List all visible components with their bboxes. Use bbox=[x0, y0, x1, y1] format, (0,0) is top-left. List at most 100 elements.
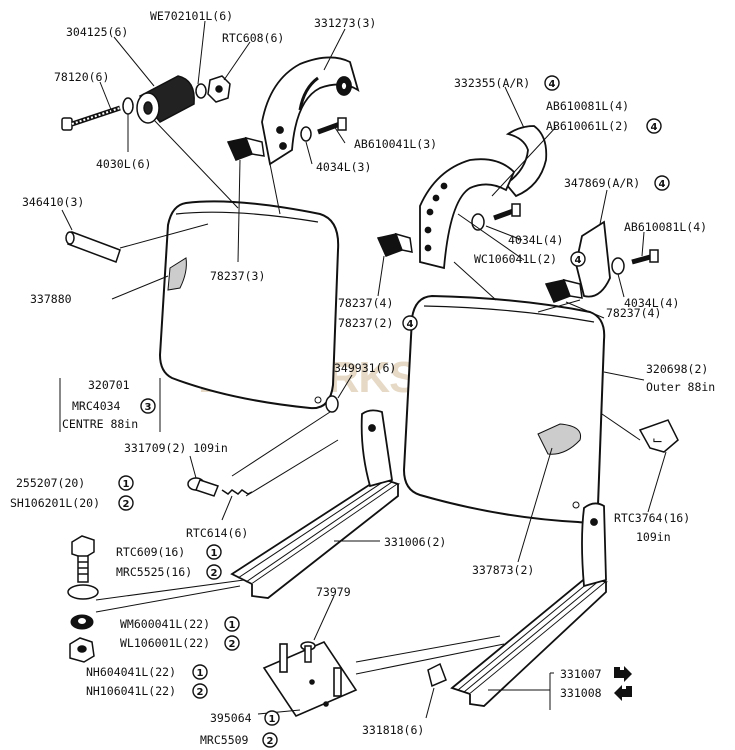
marker-78237-2: 4 bbox=[402, 315, 418, 331]
label-wl106001l: WL106001L(22) bbox=[120, 636, 210, 650]
label-wm600041l: WM600041L(22) bbox=[120, 617, 210, 631]
leader-lines bbox=[59, 20, 667, 719]
washer-rtc609 bbox=[67, 584, 99, 600]
bracket-332355 bbox=[504, 125, 548, 198]
label-331008: 331008 bbox=[560, 686, 602, 700]
washer-4034l-b bbox=[611, 257, 625, 275]
right-seat-back-cushion bbox=[402, 294, 606, 524]
svg-text:4: 4 bbox=[407, 319, 414, 330]
label-rtc3764: RTC3764(16) bbox=[614, 511, 690, 525]
plate-395064 bbox=[262, 641, 358, 717]
marker-wm600041l: 1 bbox=[224, 616, 240, 632]
marker-332355: 4 bbox=[544, 75, 560, 91]
label-337873: 337873(2) bbox=[472, 563, 534, 577]
knob-331709 bbox=[187, 477, 219, 497]
arrow-left-icon bbox=[614, 685, 632, 701]
clip-331818 bbox=[427, 662, 447, 688]
label-78237-4r: 78237(4) bbox=[606, 306, 661, 320]
label-4030l: 4030L(6) bbox=[96, 157, 151, 171]
pin-73979 bbox=[300, 641, 316, 663]
marker-mrc5525: 2 bbox=[206, 564, 222, 580]
part-labels: WE702101L(6) 304125(6) 331273(3) RTC608(… bbox=[10, 9, 715, 747]
label-331007: 331007 bbox=[560, 667, 602, 681]
spacer-304125 bbox=[136, 75, 195, 124]
label-sh106201l: SH106201L(20) bbox=[10, 496, 100, 510]
svg-text:2: 2 bbox=[267, 736, 274, 747]
label-73979: 73979 bbox=[316, 585, 351, 599]
svg-text:1: 1 bbox=[211, 548, 218, 559]
svg-text:2: 2 bbox=[229, 639, 236, 650]
washer-4030l bbox=[122, 97, 134, 115]
label-346410: 346410(3) bbox=[22, 195, 84, 209]
left-seat-back-cushion bbox=[158, 200, 340, 410]
label-mrc5509: MRC5509 bbox=[200, 733, 249, 747]
marker-395064: 1 bbox=[264, 710, 280, 726]
bolt-ab610081l-a bbox=[493, 203, 521, 221]
label-395064: 395064 bbox=[210, 711, 252, 725]
label-mrc5525: MRC5525(16) bbox=[116, 565, 192, 579]
marker-255207: 1 bbox=[118, 475, 134, 491]
strap-bracket-332355 bbox=[419, 158, 516, 270]
marker-nh604041l: 1 bbox=[192, 664, 208, 680]
label-78120: 78120(6) bbox=[54, 70, 109, 84]
svg-text:2: 2 bbox=[197, 687, 204, 698]
label-320701: 320701 bbox=[88, 378, 130, 392]
clip-78237-right bbox=[544, 278, 583, 303]
svg-text:2: 2 bbox=[123, 499, 130, 510]
label-nh604041l: NH604041L(22) bbox=[86, 665, 176, 679]
label-78237-3: 78237(3) bbox=[210, 269, 265, 283]
label-4034l-4a: 4034L(4) bbox=[508, 233, 563, 247]
marker-mrc4034: 3 bbox=[140, 398, 156, 414]
svg-text:3: 3 bbox=[145, 402, 152, 413]
svg-text:⌙: ⌙ bbox=[652, 433, 663, 448]
arrow-right-icon bbox=[614, 666, 632, 682]
spacer-349931 bbox=[325, 395, 339, 413]
label-109in: 109in bbox=[636, 530, 671, 544]
svg-text:4: 4 bbox=[651, 122, 658, 133]
clip-78237-left bbox=[226, 136, 265, 161]
bracket-331273 bbox=[261, 56, 360, 166]
svg-text:4: 4 bbox=[549, 79, 556, 90]
spring-rtc614 bbox=[221, 489, 253, 495]
label-ab610061l: AB610061L(2) bbox=[546, 119, 629, 133]
label-mrc4034: MRC4034 bbox=[72, 399, 121, 413]
marker-nh106041l: 2 bbox=[192, 683, 208, 699]
marker-mrc5509: 2 bbox=[262, 732, 278, 748]
nut-rtc608 bbox=[207, 75, 231, 103]
svg-text:1: 1 bbox=[229, 620, 236, 631]
marker-rtc609: 1 bbox=[206, 544, 222, 560]
clip-78237-mid bbox=[376, 232, 413, 257]
svg-text:1: 1 bbox=[269, 714, 276, 725]
label-4034l-3: 4034L(3) bbox=[316, 160, 371, 174]
rail-331006 bbox=[230, 409, 401, 599]
marker-ab610061l: 4 bbox=[646, 118, 662, 134]
label-78237-2: 78237(2) bbox=[338, 316, 393, 330]
label-332355: 332355(A/R) bbox=[454, 76, 530, 90]
label-ab610081l-4: AB610081L(4) bbox=[546, 99, 629, 113]
rail-331007-331008 bbox=[450, 502, 608, 707]
washer-4034l-left bbox=[300, 126, 312, 142]
bolt-ab610081l-b bbox=[631, 249, 659, 265]
washer-we702101l bbox=[195, 83, 207, 99]
nut-nh604041l bbox=[69, 637, 95, 663]
clip-rtc3764: ⌙ bbox=[638, 419, 679, 453]
circled-markers: 4 4 4 4 4 3 1 2 1 2 1 2 1 2 1 2 bbox=[118, 75, 670, 748]
svg-text:1: 1 bbox=[197, 668, 204, 679]
label-320698: 320698(2) bbox=[646, 362, 708, 376]
label-255207: 255207(20) bbox=[16, 476, 85, 490]
label-ab610081l-4b: AB610081L(4) bbox=[624, 220, 707, 234]
label-78237-4: 78237(4) bbox=[338, 296, 393, 310]
svg-text:4: 4 bbox=[575, 255, 582, 266]
label-337880: 337880 bbox=[30, 292, 72, 306]
bolt-255207 bbox=[71, 535, 95, 583]
label-304125: 304125(6) bbox=[66, 25, 128, 39]
label-rtc614: RTC614(6) bbox=[186, 526, 248, 540]
label-4034l-4b: 4034L(4) bbox=[624, 296, 679, 310]
label-331006: 331006(2) bbox=[384, 535, 446, 549]
label-347869: 347869(A/R) bbox=[564, 176, 640, 190]
label-centre88: CENTRE 88in bbox=[62, 417, 138, 431]
svg-text:1: 1 bbox=[123, 479, 130, 490]
label-331273: 331273(3) bbox=[314, 16, 376, 30]
